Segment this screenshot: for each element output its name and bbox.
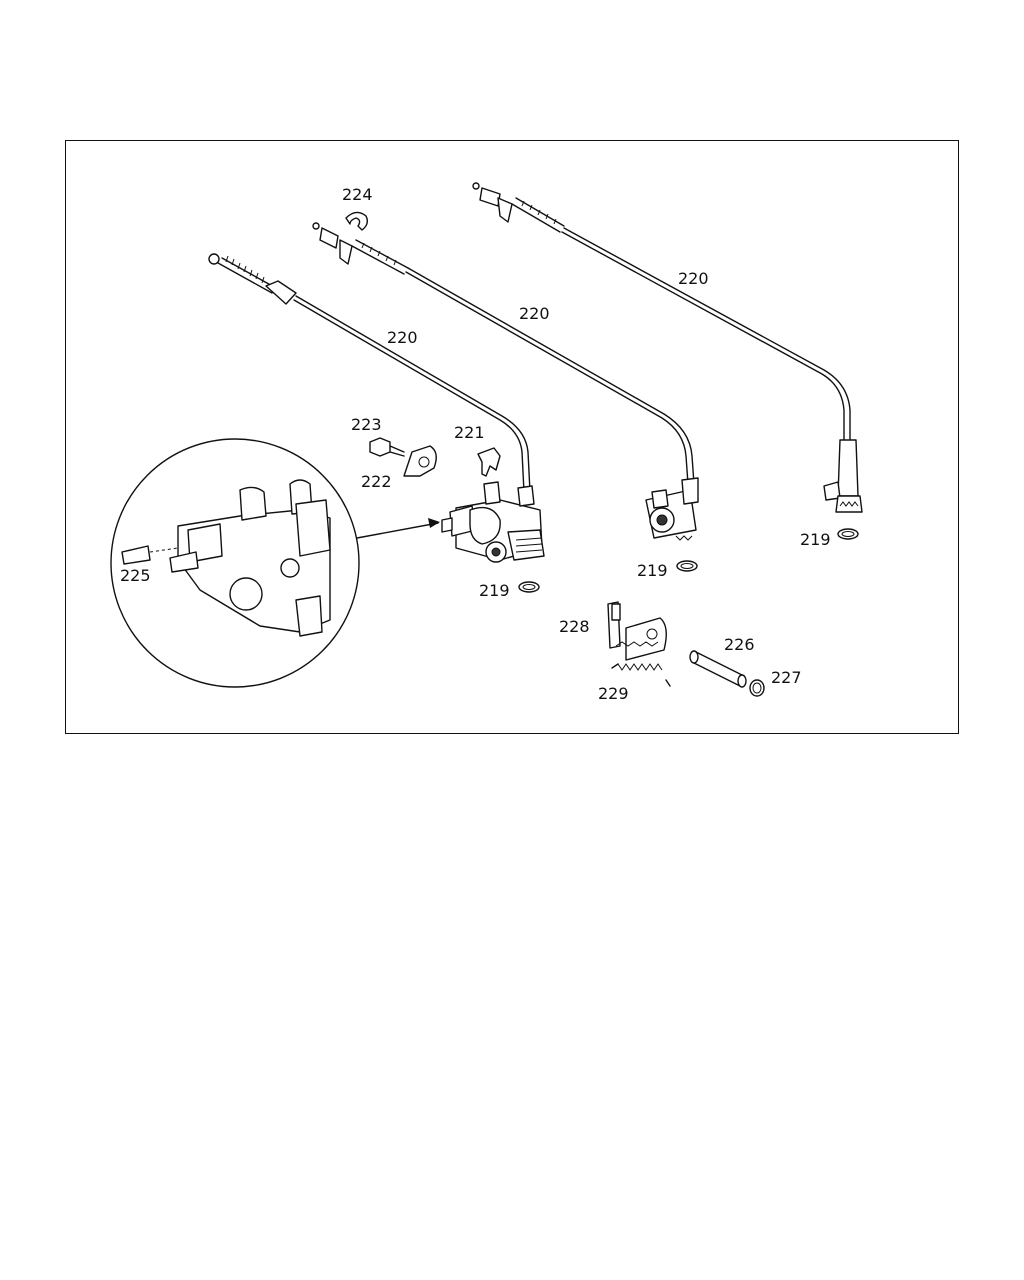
part-label-219-middle: 219 (637, 561, 668, 580)
pin-226 (689, 650, 747, 688)
cable-220-left (208, 253, 531, 493)
part-label-223: 223 (351, 415, 382, 434)
diagram-frame (65, 140, 959, 734)
clip-224 (345, 211, 369, 231)
detail-magnifier (110, 438, 440, 688)
part-label-228: 228 (559, 617, 590, 636)
part-label-219-right: 219 (800, 530, 831, 549)
part-label-220-right: 220 (678, 269, 709, 288)
valve-middle (645, 477, 699, 541)
part-label-224: 224 (342, 185, 373, 204)
nut-223 (369, 437, 405, 457)
part-221 (477, 447, 501, 477)
cable-220-middle (312, 222, 695, 485)
part-label-220-left: 220 (387, 328, 418, 347)
seal-219-middle (676, 560, 698, 572)
valve-assembly-left (441, 481, 545, 563)
seal-219-right (837, 528, 859, 540)
part-label-227: 227 (771, 668, 802, 687)
bracket-222 (403, 445, 437, 477)
part-label-219-left: 219 (479, 581, 510, 600)
spring-229 (611, 663, 671, 687)
lever-228 (607, 601, 667, 661)
part-label-225: 225 (120, 566, 151, 585)
cable-220-right (472, 182, 863, 513)
part-label-220-middle: 220 (519, 304, 550, 323)
part-label-222: 222 (361, 472, 392, 491)
ring-227 (749, 679, 765, 697)
part-label-226: 226 (724, 635, 755, 654)
seal-219-left (518, 581, 540, 593)
part-label-221: 221 (454, 423, 485, 442)
part-label-229: 229 (598, 684, 629, 703)
